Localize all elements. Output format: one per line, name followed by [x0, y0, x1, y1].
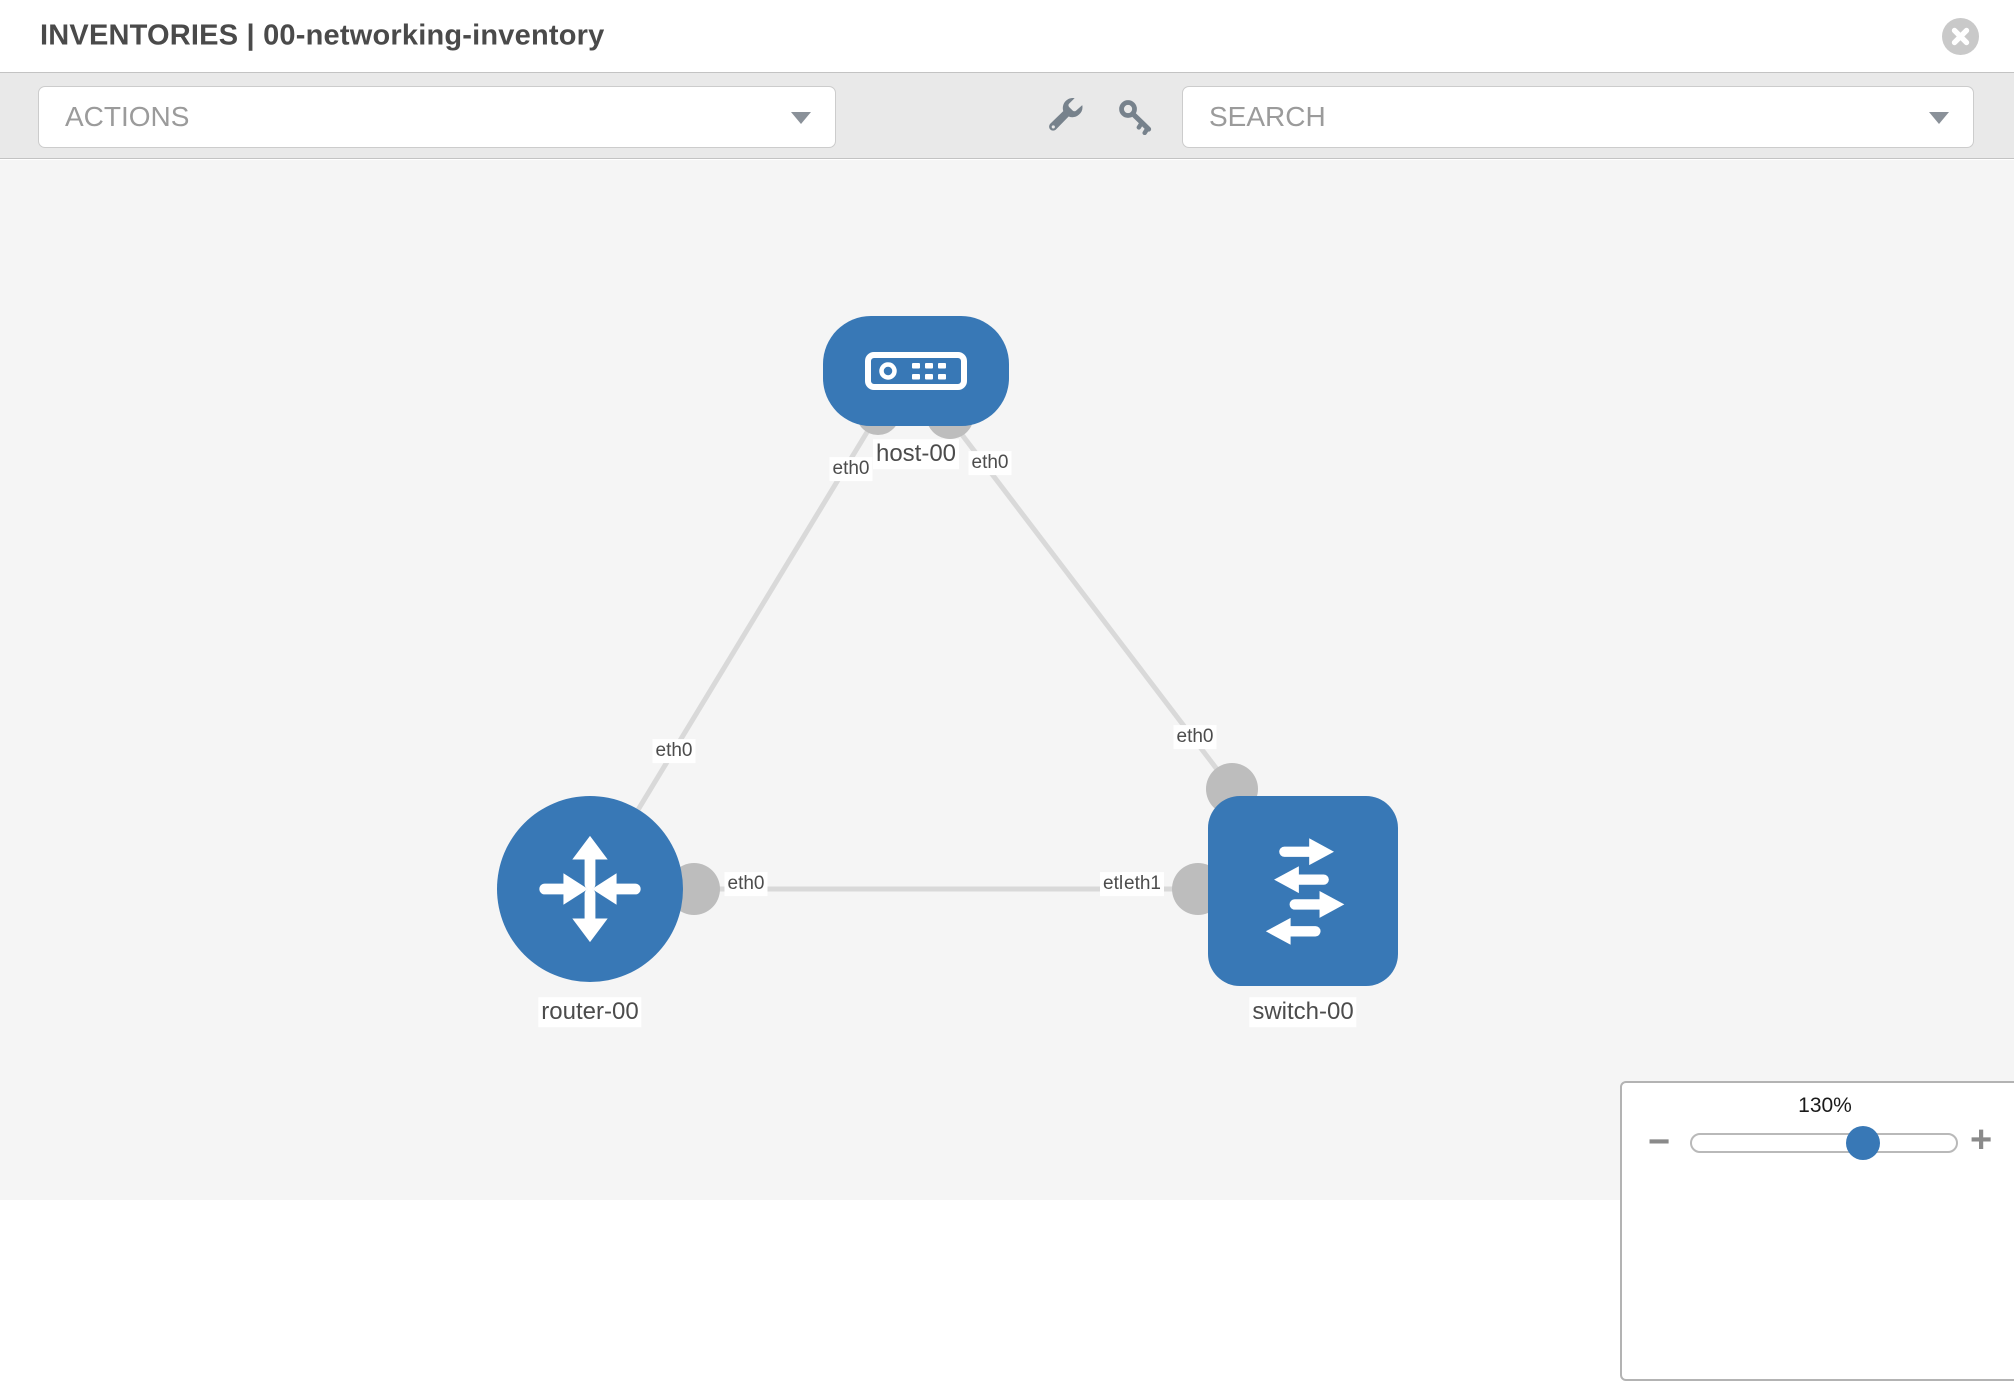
- close-icon: [1951, 27, 1970, 46]
- iface-label-host-eth0-left: eth0: [829, 457, 873, 481]
- page-title: INVENTORIES | 00-networking-inventory: [40, 19, 605, 52]
- header: INVENTORIES | 00-networking-inventory: [0, 0, 2014, 72]
- zoom-panel: 130% − +: [1620, 1081, 2014, 1381]
- iface-label-router-eth0-uplink: eth0: [652, 739, 696, 763]
- iface-label-switch-eth0-uplink: eth0: [1173, 725, 1217, 749]
- node-label-router: router-00: [538, 997, 642, 1027]
- node-label-switch: switch-00: [1249, 997, 1357, 1027]
- actions-dropdown[interactable]: ACTIONS: [38, 86, 836, 148]
- search-dropdown-label: SEARCH: [1209, 101, 1326, 132]
- zoom-in-button[interactable]: +: [1970, 1119, 1993, 1161]
- iface-label-switch-eth1: eth1: [1122, 872, 1164, 896]
- zoom-slider-thumb[interactable]: [1846, 1126, 1880, 1160]
- actions-dropdown-label: ACTIONS: [65, 101, 190, 132]
- chevron-down-icon: [791, 112, 811, 124]
- toolbar: ACTIONS SEARCH: [0, 72, 2014, 159]
- node-label-host: host-00: [872, 439, 960, 469]
- iface-label-host-eth0-right: eth0: [968, 451, 1012, 475]
- chevron-down-icon: [1929, 112, 1949, 124]
- search-dropdown[interactable]: SEARCH: [1182, 86, 1974, 148]
- close-button[interactable]: [1942, 18, 1979, 55]
- zoom-level-value: 130%: [1798, 1094, 1852, 1117]
- switch-icon: [1265, 838, 1345, 945]
- node-router-00[interactable]: [497, 796, 683, 982]
- topology-canvas[interactable]: host-00 router-00 switch-00 eth0 eth0 et…: [0, 160, 2014, 1381]
- host-icon: [865, 352, 967, 390]
- router-icon: [539, 835, 641, 943]
- zoom-out-button[interactable]: −: [1648, 1121, 1671, 1163]
- node-host-00[interactable]: [823, 316, 1009, 426]
- zoom-slider-track[interactable]: [1690, 1126, 1958, 1160]
- key-icon[interactable]: [1116, 97, 1154, 135]
- topology-links-layer: [587, 391, 1258, 915]
- iface-label-router-eth0: eth0: [724, 872, 768, 896]
- node-switch-00[interactable]: [1208, 796, 1398, 986]
- wrench-icon[interactable]: [1046, 97, 1084, 135]
